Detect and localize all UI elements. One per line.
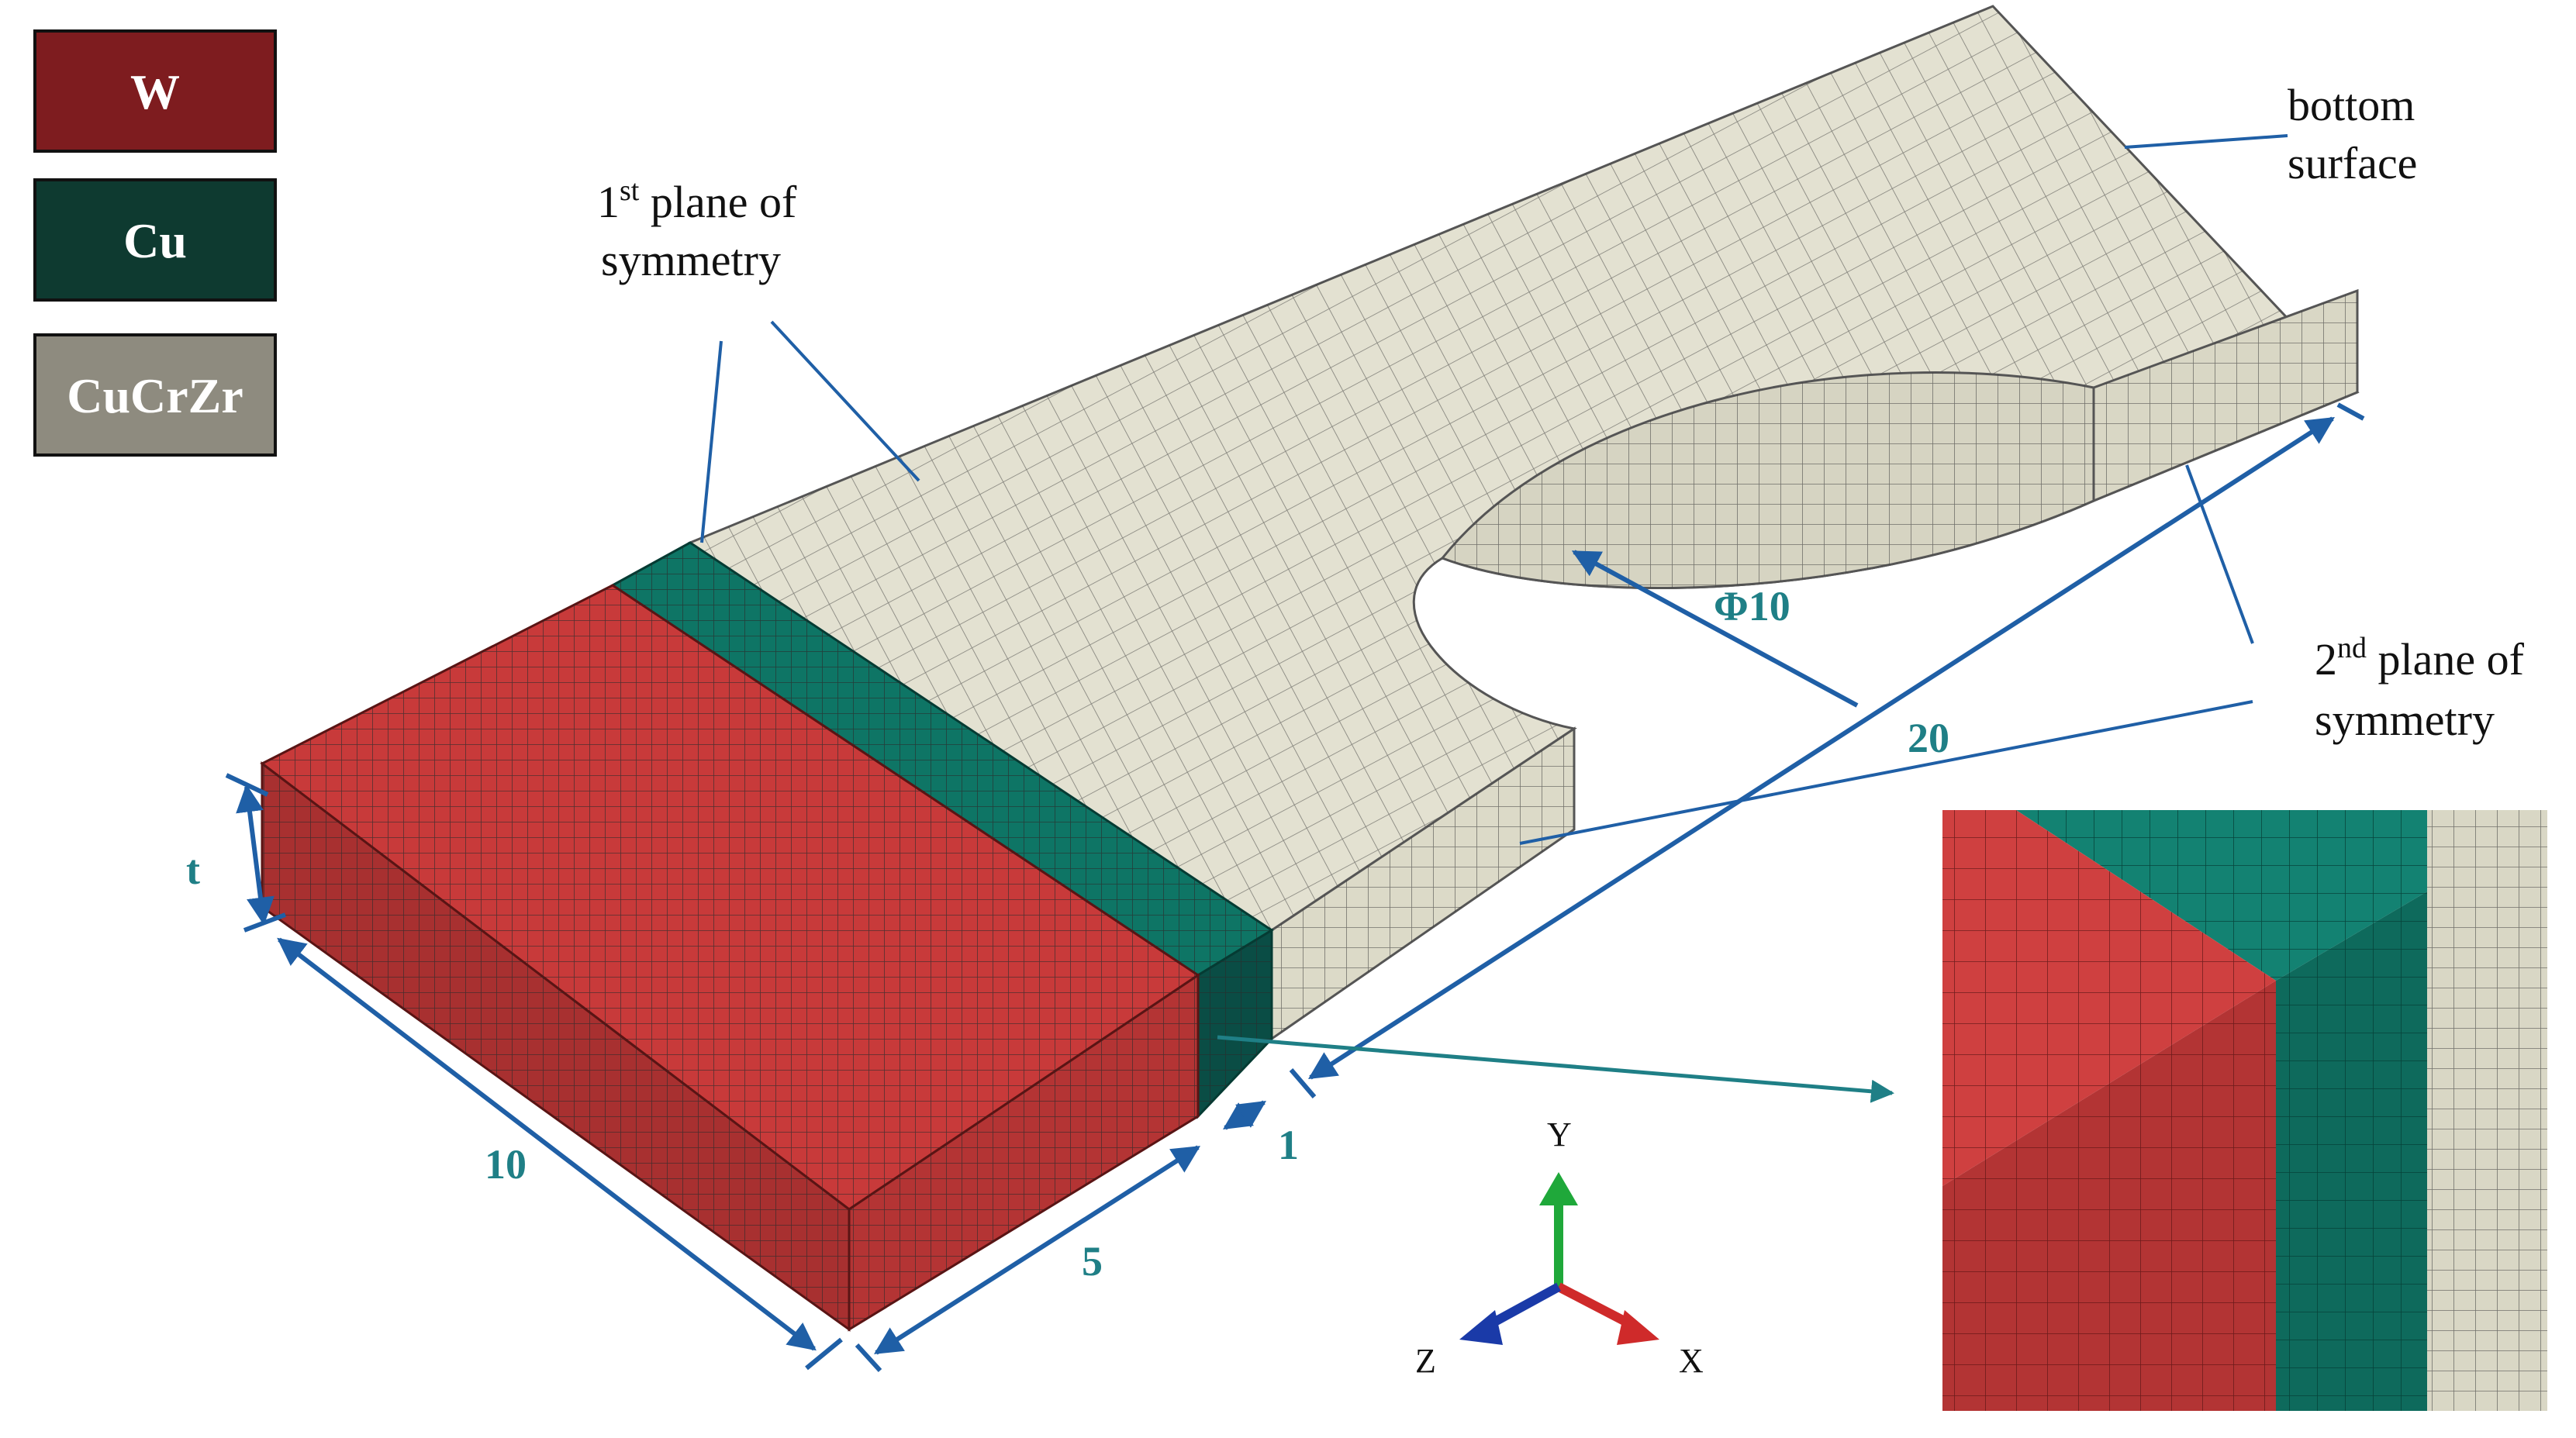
legend-swatch-w (33, 29, 277, 153)
legend-label-cucrzr: CuCrZr (67, 368, 243, 423)
dim-tick-total-start (1289, 1068, 1317, 1098)
dim-label-width-cu: 1 (1278, 1122, 1299, 1168)
legend-swatch-cu (33, 178, 277, 302)
dimension-labels: t 10 5 1 20 Φ10 (186, 583, 1949, 1285)
dim-line-width-cu (1222, 1100, 1267, 1130)
annotation-bottom-surface: bottom surface (2288, 80, 2417, 188)
dimension-lines (225, 402, 2365, 1373)
legend-item-cucrzr: CuCrZr (33, 333, 277, 457)
zoom-inset (1942, 810, 2547, 1411)
dim-line-length-w (277, 937, 817, 1351)
w-top-mesh (262, 585, 1198, 1209)
annotation-first-plane: 1st plane of symmetry (597, 174, 797, 285)
axis-label-y: Y (1547, 1116, 1572, 1154)
second-plane-line2: symmetry (2315, 695, 2495, 745)
bottom-surface-line1: bottom (2288, 80, 2415, 130)
zoom-cu-top-mesh (2016, 810, 2427, 981)
zoom-cu-front-mesh (2276, 891, 2427, 1411)
zoom-pointer-arrow-icon (1217, 1035, 1894, 1103)
x-axis-arrowhead (1617, 1310, 1659, 1345)
zoom-w-front-mesh (1942, 981, 2276, 1411)
legend-swatch-cucrzr (33, 333, 277, 457)
dim-tick-thickness-top (225, 773, 269, 797)
dim-line-length-total (1307, 416, 2336, 1080)
dim-label-length-total: 20 (1908, 715, 1949, 761)
axis-label-x: X (1679, 1342, 1704, 1380)
leader-first-plane-b (770, 320, 920, 482)
dim-label-length-w: 10 (485, 1141, 527, 1188)
dim-label-width-w: 5 (1082, 1238, 1103, 1285)
y-axis-arrowhead (1539, 1172, 1578, 1205)
legend: W Cu CuCrZr (33, 29, 277, 457)
legend-label-cu: Cu (123, 213, 187, 268)
dim-label-thickness: t (186, 847, 200, 893)
dim-line-width-w (873, 1145, 1201, 1355)
zoom-cucrzr-mesh (2427, 810, 2547, 1411)
axis-label-z: Z (1415, 1342, 1436, 1380)
z-axis-arrowhead (1459, 1310, 1503, 1345)
dim-tick-width-w (855, 1343, 882, 1373)
dim-line-hole-diameter (1571, 550, 1859, 708)
dim-label-hole-diameter: Φ10 (1714, 583, 1790, 629)
first-plane-line1: 1st plane of (597, 174, 797, 227)
cu-top-mesh (613, 543, 1272, 975)
annotation-second-plane: 2nd plane of symmetry (2315, 632, 2525, 745)
leader-first-plane-a (700, 340, 723, 543)
xyz-triad-icon: Y X Z (1415, 1116, 1704, 1380)
bottom-surface-line2: surface (2288, 138, 2417, 188)
legend-item-w: W (33, 29, 277, 153)
dim-line-thickness (236, 784, 275, 926)
second-plane-line1: 2nd plane of (2315, 632, 2525, 685)
zoom-w-top-mesh (1942, 810, 2276, 1186)
dim-tick-length-w (805, 1337, 843, 1371)
dim-tick-total-end (2336, 402, 2365, 421)
dim-tick-thickness-bottom (243, 912, 287, 933)
legend-item-cu: Cu (33, 178, 277, 302)
legend-label-w: W (130, 64, 180, 119)
leader-bottom-surface (2124, 134, 2288, 149)
cu-front-mesh (1198, 930, 1272, 1116)
first-plane-line2: symmetry (601, 235, 781, 285)
